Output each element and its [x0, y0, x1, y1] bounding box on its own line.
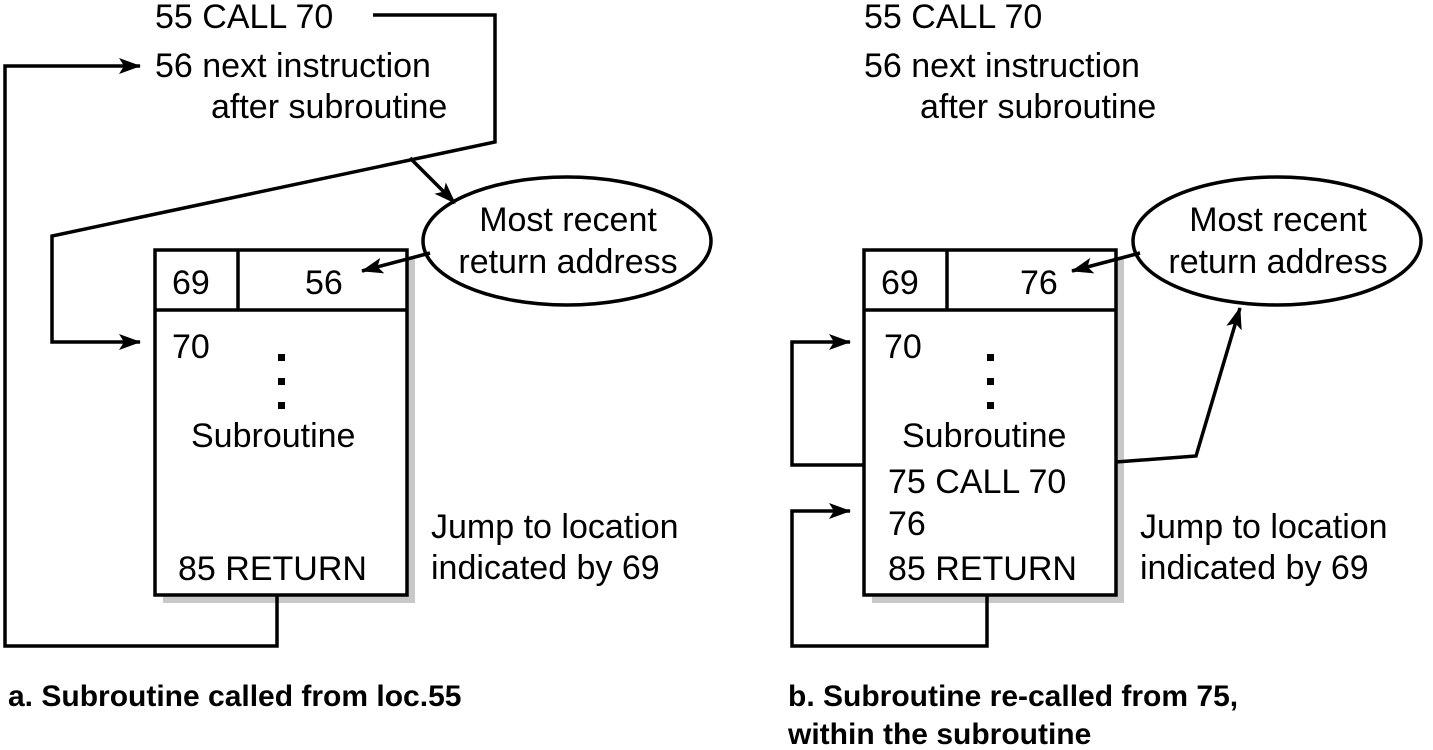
subroutine-label: Subroutine [902, 417, 1066, 455]
ellipse-text-line-1: Most recent [479, 201, 657, 239]
caption-b-line-1: b. Subroutine re-called from 75, [788, 680, 1238, 713]
save-return-arrow [408, 156, 457, 205]
cell-value-text: 56 [305, 264, 343, 302]
continuation-dots [987, 354, 994, 409]
call-instruction-text: 55 CALL 70 [155, 0, 333, 36]
ellipse-text-line-2: return address [1168, 243, 1387, 281]
return-address-ellipse [421, 175, 713, 307]
caption-a: a. Subroutine called from loc.55 [8, 680, 461, 713]
jump-text-line-1: Jump to location [431, 508, 679, 546]
return-instruction-text: 85 RETURN [178, 550, 367, 588]
jump-text-line-2: indicated by 69 [1140, 549, 1369, 587]
return-address-ellipse [1131, 175, 1423, 307]
return-loop-arrow [790, 503, 989, 648]
panel-a: 55 CALL 70 56 next instruction after sub… [3, 0, 713, 713]
next-instruction-text-cont: after subroutine [211, 88, 447, 126]
save-return-arrow [1115, 307, 1242, 464]
after-recall-text: 76 [888, 505, 926, 543]
return-instruction-text: 85 RETURN [888, 550, 1077, 588]
cell-address-text: 69 [172, 264, 210, 302]
continuation-dots [278, 354, 285, 409]
cell-value-text: 76 [1020, 264, 1058, 302]
call-path-arrow [50, 13, 497, 350]
return-path-arrow [3, 58, 279, 648]
memory-block [153, 248, 409, 597]
call-instruction-text: 55 CALL 70 [864, 0, 1042, 36]
caption-b-line-2: within the subroutine [787, 718, 1091, 750]
store-address-arrow [1071, 251, 1141, 274]
ellipse-text-line-1: Most recent [1189, 201, 1367, 239]
next-instruction-text-cont: after subroutine [920, 88, 1156, 126]
ellipse-text-line-2: return address [458, 243, 677, 281]
subroutine-label: Subroutine [191, 417, 355, 455]
subroutine-start-text: 70 [884, 328, 922, 366]
store-address-arrow [361, 251, 431, 274]
panel-b: 55 CALL 70 56 next instruction after sub… [787, 0, 1423, 750]
next-instruction-text: 56 next instruction [155, 47, 431, 85]
jump-text-line-1: Jump to location [1140, 508, 1388, 546]
jump-text-line-2: indicated by 69 [431, 549, 660, 587]
subroutine-start-text: 70 [172, 328, 210, 366]
recall-loop-arrow [790, 334, 864, 467]
memory-block [862, 248, 1118, 597]
recall-instruction-text: 75 CALL 70 [888, 463, 1066, 501]
cell-address-text: 69 [881, 264, 919, 302]
next-instruction-text: 56 next instruction [864, 47, 1140, 85]
